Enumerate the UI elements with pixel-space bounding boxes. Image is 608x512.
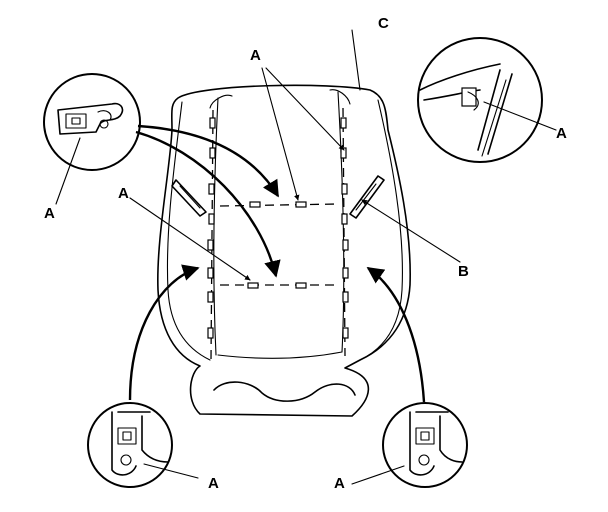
side-hook-strips (171, 175, 385, 219)
detail-circle-top-left (43, 73, 141, 171)
detail-circle-bottom-left (87, 402, 173, 488)
label-a-bottom-right: A (334, 475, 345, 492)
detail-circle-bottom-right (382, 402, 468, 488)
detail-arrows (128, 124, 426, 403)
clip-lines (210, 107, 346, 361)
label-a-top: A (250, 47, 261, 64)
leader-lines (55, 29, 557, 485)
label-a-left-detail: A (44, 205, 55, 222)
label-a-right-detail: A (556, 125, 567, 142)
trim-clips (207, 117, 349, 339)
callout-labels: A C A A A B A A (44, 15, 567, 492)
label-b-right: B (458, 263, 469, 280)
label-a-left-mid: A (118, 185, 129, 202)
label-a-bottom-left: A (208, 475, 219, 492)
label-c-top: C (378, 15, 389, 32)
detail-circle-top-right (417, 37, 543, 163)
